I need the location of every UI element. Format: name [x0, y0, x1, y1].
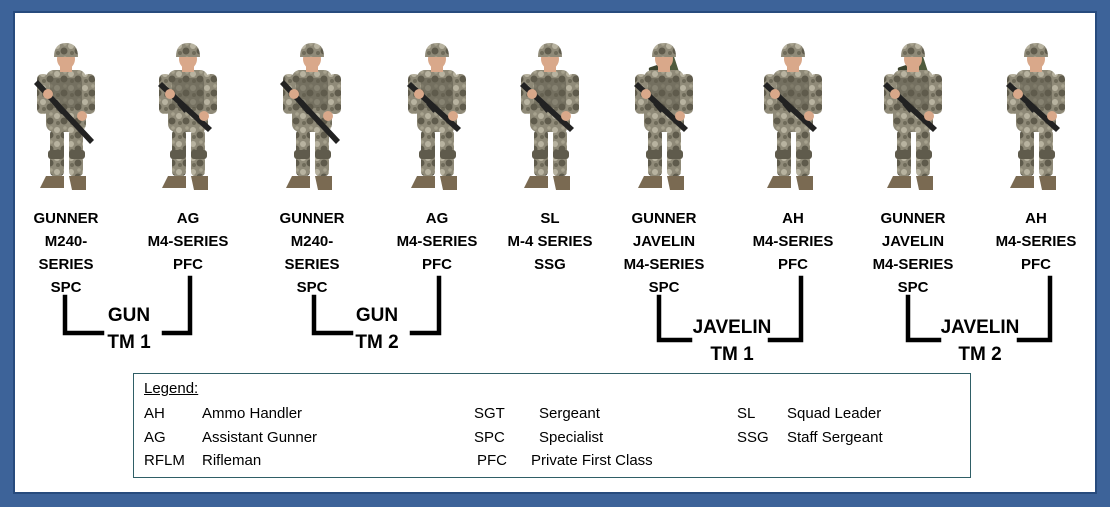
role-label-gunner2: GUNNER M240- SERIES SPC	[252, 207, 372, 299]
legend-abbr: SL	[737, 405, 756, 422]
legend-meaning: Specialist	[539, 429, 604, 446]
legend-abbr: AG	[144, 429, 166, 446]
soldier-figure-gunner2	[280, 43, 341, 190]
soldier-figure-ah2	[1006, 43, 1065, 190]
team-gun-tm2: GUN TM 2	[345, 302, 409, 356]
role-label-gunner1: GUNNER M240- SERIES SPC	[6, 207, 126, 299]
legend-meaning: Staff Sergeant	[787, 429, 883, 446]
team-gun-tm1: GUN TM 1	[97, 302, 161, 356]
team-line: GUN	[355, 305, 399, 326]
role-label-ah1: AH M4-SERIES PFC	[733, 207, 853, 276]
role-label-line: M4-SERIES	[147, 233, 229, 250]
role-label-line: SPC	[897, 279, 929, 296]
legend-abbr: RFLM	[144, 452, 185, 469]
soldier-figure-sl	[520, 43, 579, 190]
legend-meaning: Rifleman	[202, 452, 262, 469]
role-label-sl: SL M-4 SERIES SSG	[490, 207, 610, 276]
legend-meaning: Squad Leader	[787, 405, 882, 422]
team-line: TM 1	[107, 332, 151, 353]
soldier-figure-ag2	[407, 43, 466, 190]
team-line: GUN	[107, 305, 151, 326]
role-label-line: SSG	[534, 256, 566, 273]
role-label-line: GUNNER	[631, 210, 697, 227]
role-label-line: SERIES	[284, 256, 340, 273]
team-line: JAVELIN	[692, 317, 772, 338]
team-javelin-tm1: JAVELIN TM 1	[682, 314, 782, 368]
legend-meaning: Sergeant	[539, 405, 600, 422]
role-label-javgunner2: GUNNER JAVELIN M4-SERIES SPC	[853, 207, 973, 299]
role-label-ag2: AG M4-SERIES PFC	[377, 207, 497, 276]
role-label-line: SPC	[50, 279, 82, 296]
role-label-line: M4-SERIES	[872, 256, 954, 273]
soldier-figure-ah1	[763, 43, 822, 190]
legend-abbr: SGT	[474, 405, 505, 422]
role-label-line: JAVELIN	[632, 233, 696, 250]
soldier-figure-gunner1	[34, 43, 95, 190]
role-label-line: PFC	[1021, 256, 1051, 273]
role-label-line: M4-SERIES	[752, 233, 834, 250]
role-label-line: PFC	[422, 256, 452, 273]
role-label-line: M240-	[44, 233, 88, 250]
role-label-line: M4-SERIES	[995, 233, 1077, 250]
role-label-line: SPC	[648, 279, 680, 296]
legend-meaning: Assistant Gunner	[202, 429, 318, 446]
legend-title: Legend:	[144, 380, 199, 397]
role-label-line: M240-	[290, 233, 334, 250]
role-label-line: GUNNER	[880, 210, 946, 227]
team-javelin-tm2: JAVELIN TM 2	[930, 314, 1030, 368]
legend-meaning: Private First Class	[531, 452, 653, 469]
team-line: TM 1	[710, 344, 754, 365]
role-label-line: GUNNER	[33, 210, 99, 227]
legend-meaning: Ammo Handler	[202, 405, 303, 422]
legend-box: Legend: AH Ammo Handler AG Assistant Gun…	[133, 373, 971, 478]
role-label-line: M4-SERIES	[396, 233, 478, 250]
role-label-line: AH	[1025, 210, 1047, 227]
role-label-javgunner1: GUNNER JAVELIN M4-SERIES SPC	[604, 207, 724, 299]
legend-abbr: PFC	[477, 452, 507, 469]
role-label-line: PFC	[778, 256, 808, 273]
legend-abbr: SPC	[474, 429, 505, 446]
role-label-ah2: AH M4-SERIES PFC	[976, 207, 1096, 276]
soldier-figure-ag1	[158, 43, 217, 190]
team-line: JAVELIN	[940, 317, 1020, 338]
role-label-line: PFC	[173, 256, 203, 273]
soldier-figure-javgunner2	[883, 43, 942, 190]
role-label-line: JAVELIN	[881, 233, 945, 250]
role-label-line: M4-SERIES	[623, 256, 705, 273]
role-label-line: SERIES	[38, 256, 94, 273]
role-label-line: SL	[540, 210, 560, 227]
role-label-line: AH	[782, 210, 804, 227]
soldier-figure-javgunner1	[634, 43, 693, 190]
role-label-line: SPC	[296, 279, 328, 296]
role-label-ag1: AG M4-SERIES PFC	[128, 207, 248, 276]
legend-abbr: AH	[144, 405, 165, 422]
team-line: TM 2	[958, 344, 1002, 365]
role-label-line: GUNNER	[279, 210, 345, 227]
legend-abbr: SSG	[737, 429, 769, 446]
role-label-line: M-4 SERIES	[507, 233, 593, 250]
team-line: TM 2	[355, 332, 399, 353]
role-label-line: AG	[425, 210, 449, 227]
role-label-line: AG	[176, 210, 200, 227]
